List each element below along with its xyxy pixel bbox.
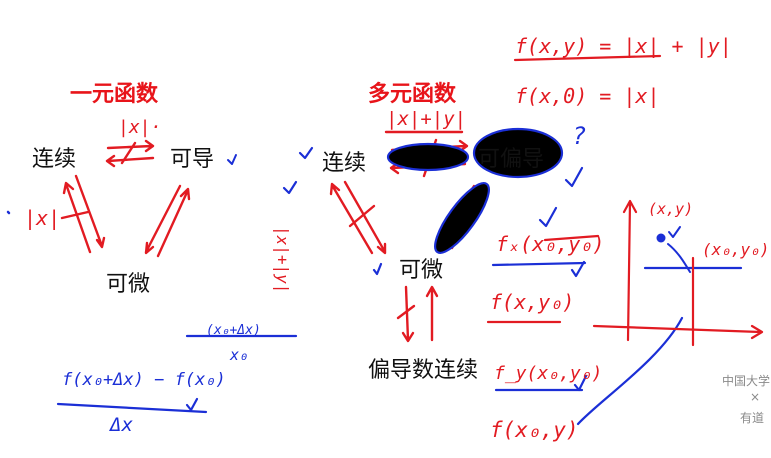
node-partial-continuous: 偏导数连续 bbox=[368, 358, 479, 383]
tick-quot bbox=[185, 397, 199, 412]
watermark-line2: 有道 bbox=[740, 411, 765, 425]
label-abs-xy-left: |x|+|y| bbox=[273, 226, 292, 294]
arrow-diff-to-cont bbox=[105, 154, 155, 168]
tick-r5 bbox=[564, 166, 584, 188]
underline-fxy-def bbox=[513, 54, 662, 62]
watermark-sep: × bbox=[750, 390, 761, 404]
label-abs-x-top: |x|· bbox=[118, 117, 162, 138]
title-single-variable: 一元函数 bbox=[70, 82, 159, 107]
label-point-x0y0: (x₀,y₀) bbox=[702, 240, 770, 259]
arrow-cont-to-diff bbox=[106, 139, 155, 153]
tick-r1 bbox=[298, 146, 314, 160]
label-fxy-def: f(x,y) = |x| + |y| bbox=[515, 34, 732, 58]
label-fx0: f(x,0) = |x| bbox=[515, 84, 660, 108]
label-point-xy: (x,y) bbox=[648, 200, 694, 218]
underline-fx bbox=[491, 261, 587, 267]
label-question: ? bbox=[572, 122, 587, 150]
arrow-cont-to-wei-r bbox=[343, 180, 387, 255]
strike-left bbox=[60, 210, 90, 220]
tick-r4 bbox=[538, 206, 558, 228]
tick-fx bbox=[570, 260, 586, 278]
label-fx-partial: fₓ(x₀,y₀) bbox=[496, 232, 605, 256]
label-small-expr: (x₀+Δx) bbox=[206, 323, 261, 338]
arrow-wei-to-cont-r bbox=[329, 182, 374, 255]
node-diff-left: 可微 bbox=[106, 272, 151, 297]
arrow-ke-to-wei bbox=[144, 184, 182, 255]
tick-point bbox=[668, 226, 681, 238]
tick-r2 bbox=[282, 180, 298, 195]
label-f-x-y0: f(x,y₀) bbox=[490, 290, 575, 314]
line-quotient bbox=[56, 402, 208, 414]
label-abs-x-left: |x| bbox=[24, 206, 61, 230]
label-abs-xy-top: |x|+|y| bbox=[386, 108, 467, 130]
strike-mid-left bbox=[348, 204, 376, 228]
circle-arrows-top bbox=[386, 142, 470, 172]
node-continuous-left: 连续 bbox=[32, 147, 77, 172]
label-diff-quotient-den: Δx bbox=[110, 414, 133, 436]
arrow-cont-to-wei bbox=[74, 174, 106, 249]
coordinate-axes bbox=[486, 54, 764, 347]
tick-left-1 bbox=[227, 154, 237, 165]
strike-top bbox=[120, 141, 137, 165]
left-arrows bbox=[60, 139, 191, 258]
node-continuous-right: 连续 bbox=[322, 151, 367, 176]
label-diff-quotient-num: f(x₀+Δx) − f(x₀) bbox=[62, 370, 226, 390]
node-diff-right: 可微 bbox=[399, 258, 444, 283]
point-curve bbox=[667, 243, 691, 273]
label-fy-partial: f_y(x₀,y₀) bbox=[494, 363, 603, 384]
curve-link bbox=[576, 316, 684, 426]
title-multi-variable: 多元函数 bbox=[368, 82, 457, 107]
blue-marks bbox=[56, 127, 743, 426]
label-f-x0-y: f(x₀,y) bbox=[490, 418, 579, 442]
watermark-line1: 中国大学 bbox=[722, 374, 771, 388]
arrow-wei-to-ke bbox=[156, 187, 191, 258]
arrow-pdc-to-wei bbox=[425, 285, 439, 342]
dot-left bbox=[6, 210, 11, 215]
label-small-x0: x₀ bbox=[230, 346, 249, 364]
strike-lower bbox=[396, 304, 416, 320]
tick-r3 bbox=[372, 262, 383, 276]
arrow-wei-to-cont bbox=[62, 181, 92, 254]
y-axis bbox=[622, 199, 638, 342]
x-axis bbox=[592, 324, 764, 340]
node-differentiable-left: 可导 bbox=[170, 147, 215, 172]
arrow-wei-to-pdc bbox=[401, 285, 415, 343]
circle-partial bbox=[472, 127, 564, 179]
bracket-left bbox=[543, 234, 600, 242]
point-marker bbox=[656, 233, 666, 243]
circle-arrows-diag bbox=[434, 182, 490, 254]
node-partial-right: 可偏导 bbox=[478, 147, 545, 172]
